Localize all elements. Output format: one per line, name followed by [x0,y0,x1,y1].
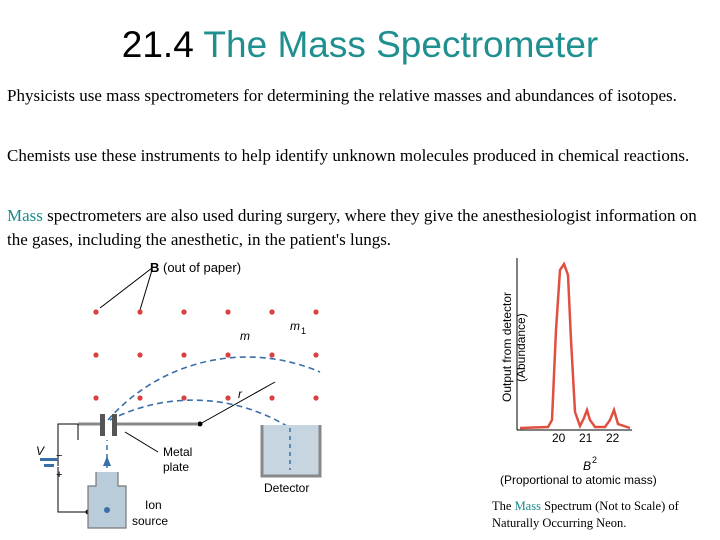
field-pointer-line [99,267,153,309]
ion-label: Ion [145,498,162,512]
radius-label: r [238,387,243,401]
field-dot [313,352,319,358]
voltage-minus: − [56,450,62,462]
voltage-wire [57,467,88,513]
tick-21: 21 [579,431,593,445]
field-dot [225,352,231,358]
magnetic-field-dots [93,309,319,401]
mass-m1-subscript: 1 [301,326,306,336]
metal-label: Metal [163,445,192,459]
b-squared-label: B [583,459,591,473]
field-dot [181,352,187,358]
ion-source-dot [104,507,110,513]
voltage-label: V [36,444,45,458]
field-direction-label: (out of paper) [163,260,241,275]
field-dot [137,395,143,401]
field-dot [225,309,231,315]
spectrum-caption: The Mass Spectrum (Not to Scale) of Natu… [492,498,717,532]
battery-plate [40,458,58,461]
field-dot [225,395,231,401]
mass-highlight: Mass [7,206,43,225]
b-squared-superscript: 2 [592,455,597,465]
plate-label: plate [163,460,189,474]
field-dot [137,352,143,358]
spectrum-y-label: Output from detector [500,292,514,402]
field-b-label: B [150,260,159,275]
ion-path-m [109,399,291,429]
field-dot [93,309,99,315]
mass-m1-label: m [290,319,300,333]
field-dot [181,395,187,401]
paragraph-surgery: Mass spectrometers are also used during … [7,204,713,252]
field-dot [181,309,187,315]
detector-box [260,425,322,478]
spectrum-plot: 20 21 22 B 2 (Proportional to atomic mas… [500,258,657,487]
field-dot [269,395,275,401]
spectrum-y-sublabel: (Abundance) [514,313,528,382]
caption-highlight: Mass [514,499,541,513]
field-dot [269,352,275,358]
mass-m-label: m [240,329,250,343]
spectrum-x-label: (Proportional to atomic mass) [500,473,657,487]
caption-prefix: The [492,499,515,513]
battery-plate [44,464,54,467]
field-pointer-line [139,269,153,311]
metal-plate-pointer [124,431,159,453]
slide-title: 21.4 The Mass Spectrometer [0,22,720,68]
paragraph-physicists: Physicists use mass spectrometers for de… [7,86,677,105]
field-dot [313,309,319,315]
detector-label: Detector [264,481,309,495]
tick-20: 20 [552,431,566,445]
field-dot [269,309,275,315]
radius-line [199,381,276,425]
ion-beam-arrow-icon [103,456,111,466]
voltage-plus: + [56,469,62,481]
paragraph-chemists: Chemists use these instruments to help i… [7,146,690,165]
ion-path-m1 [107,356,321,421]
caption-suffix: Spectrum (Not to Scale) of Naturally Occ… [492,499,679,530]
field-dot [93,395,99,401]
field-label-group: B (out of paper) [99,260,241,311]
metal-plate-left [100,414,105,436]
tick-22: 22 [606,431,620,445]
voltage-wire [57,423,78,454]
spectrum-curve [519,261,631,430]
field-dot [93,352,99,358]
title-number: 21.4 [121,24,194,65]
source-label: source [132,514,168,528]
field-dot [137,309,143,315]
field-dot [313,395,319,401]
paragraph-surgery-text: spectrometers are also used during surge… [7,206,697,249]
arc-center-point [197,421,203,427]
title-text: The Mass Spectrometer [203,24,599,65]
ion-source-flask [87,472,127,529]
metal-plate-right [112,414,117,436]
